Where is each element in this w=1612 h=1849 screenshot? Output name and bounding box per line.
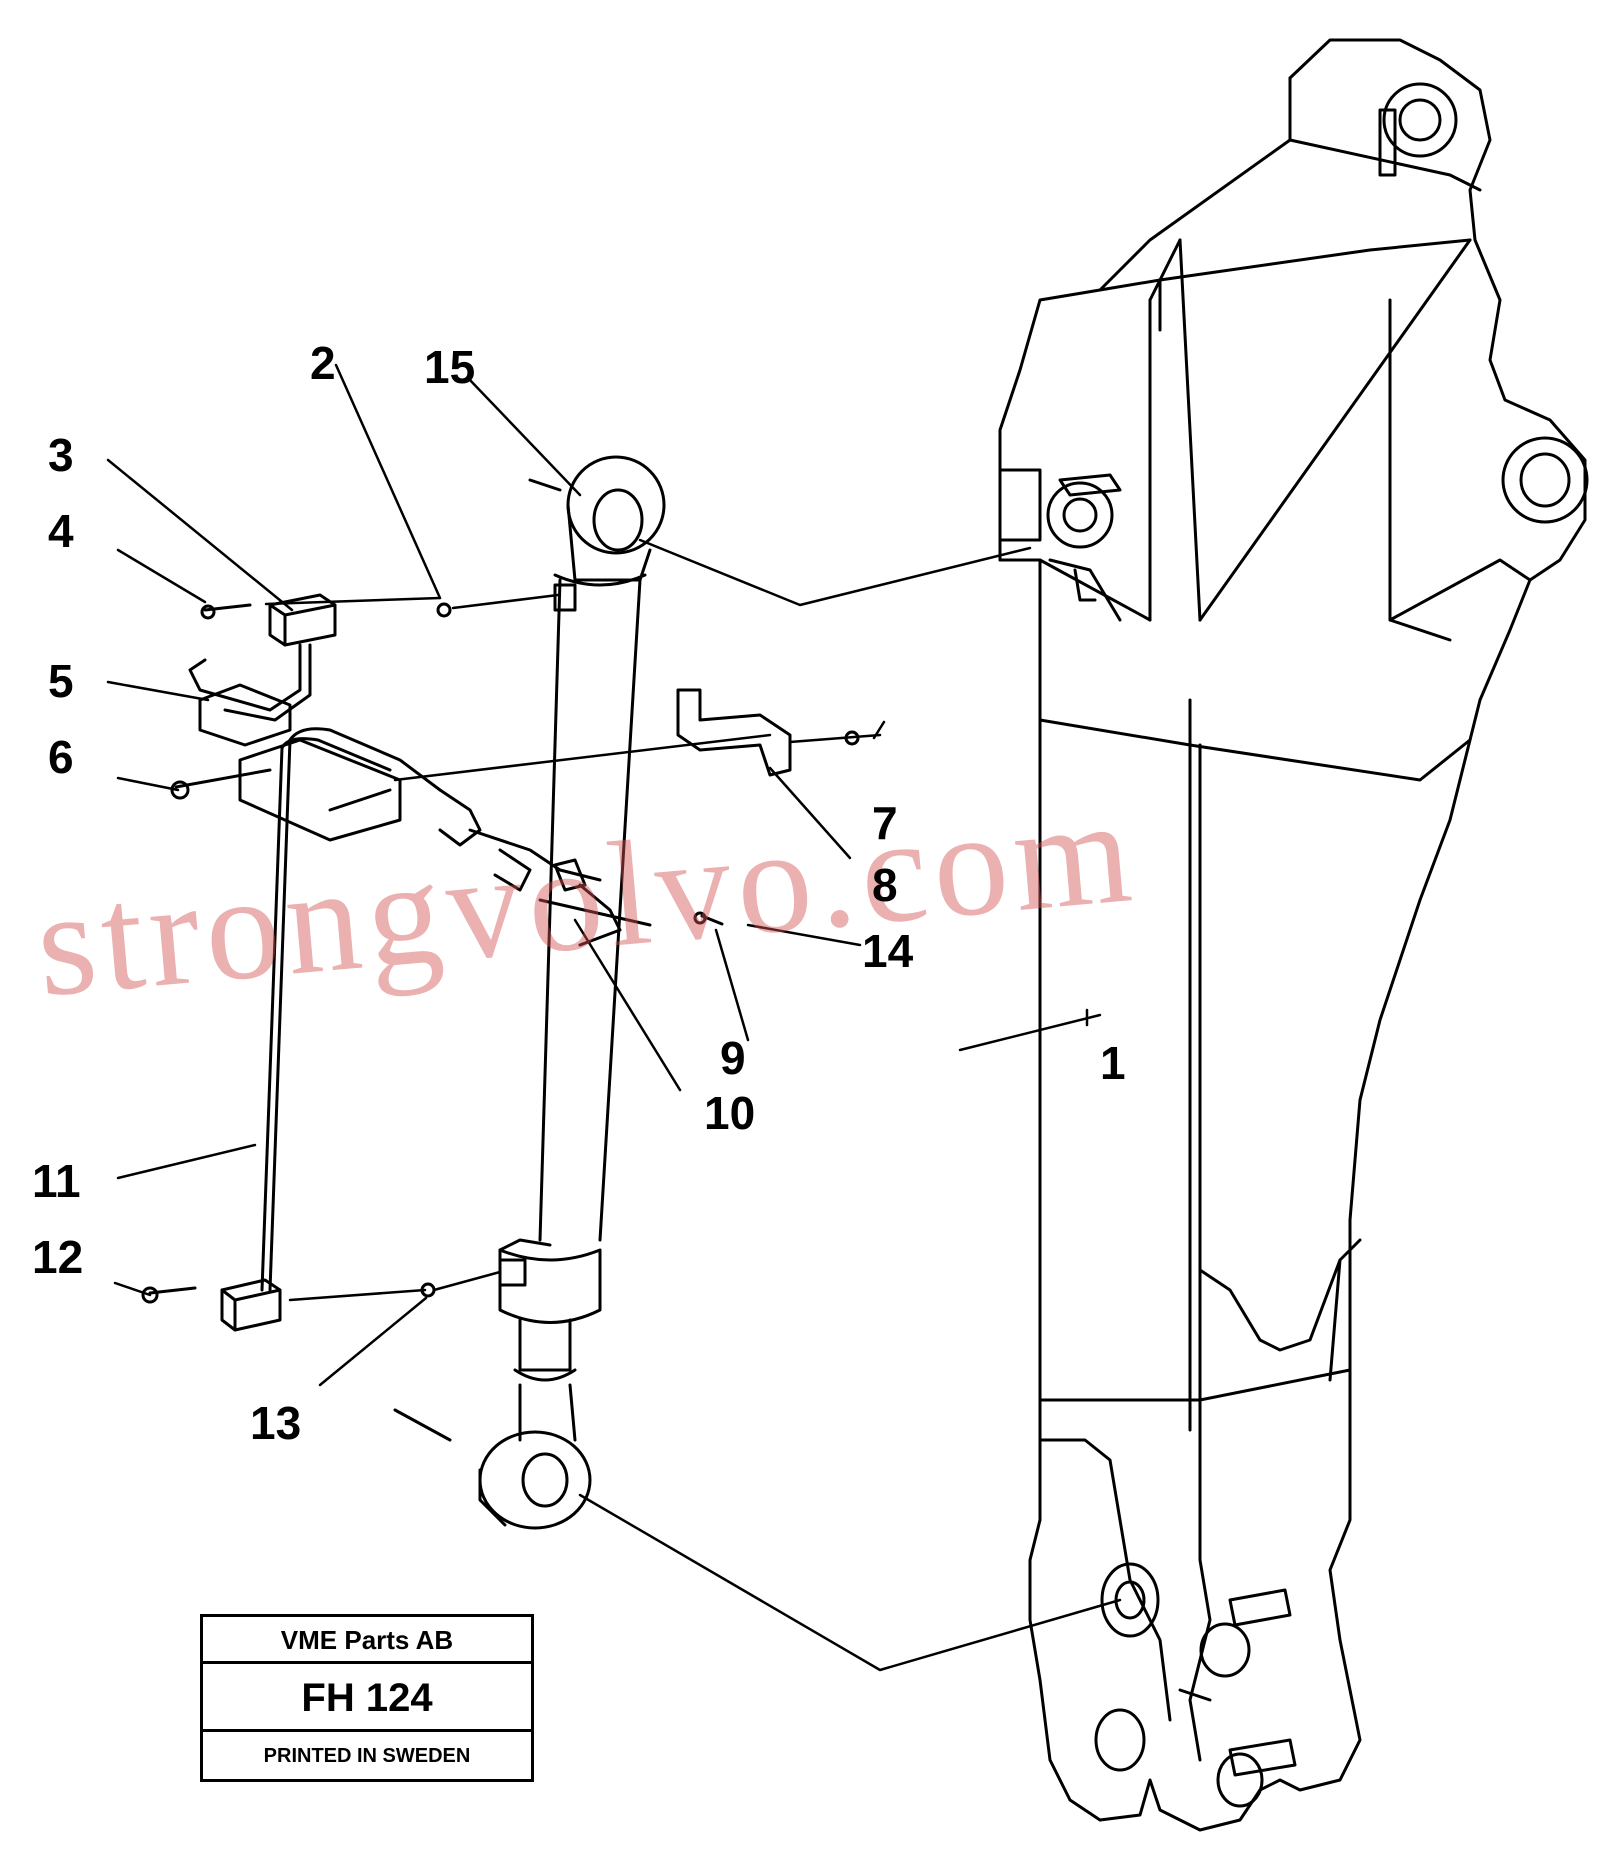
callout-6: 6 bbox=[48, 731, 74, 783]
callout-14: 14 bbox=[862, 925, 914, 977]
callout-10: 10 bbox=[704, 1087, 756, 1139]
callout-12: 12 bbox=[32, 1231, 84, 1283]
leader-lines bbox=[106, 363, 1122, 1672]
callout-3: 3 bbox=[48, 429, 74, 481]
boom-arm bbox=[998, 38, 1589, 1832]
callout-1: 1 bbox=[1100, 1037, 1126, 1089]
hydraulic-cylinder bbox=[393, 455, 666, 1530]
callout-11: 11 bbox=[32, 1155, 81, 1207]
printed-note: PRINTED IN SWEDEN bbox=[263, 1745, 471, 1767]
title-block: VME Parts AB FH 124 PRINTED IN SWEDEN bbox=[200, 1614, 534, 1782]
callout-2: 2 bbox=[310, 337, 336, 389]
callout-8: 8 bbox=[872, 859, 898, 911]
callout-5: 5 bbox=[48, 655, 74, 707]
company-name: VME Parts AB bbox=[203, 1617, 531, 1664]
callout-4: 4 bbox=[48, 505, 74, 557]
callout-9: 9 bbox=[720, 1032, 746, 1084]
callout-13: 13 bbox=[250, 1397, 302, 1449]
callout-15: 15 bbox=[424, 341, 476, 393]
drawing-code: FH 124 bbox=[203, 1664, 531, 1732]
hose-assembly bbox=[141, 593, 860, 1332]
callout-7: 7 bbox=[872, 797, 898, 849]
